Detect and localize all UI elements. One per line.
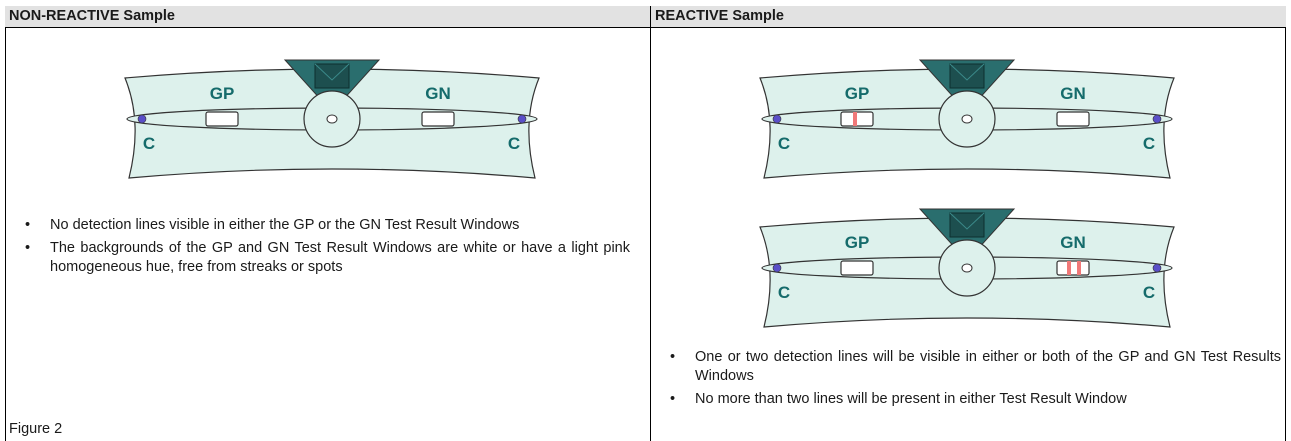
device-center-dot (961, 114, 973, 124)
list-item-text: One or two detection lines will be visib… (695, 349, 1281, 384)
gn-detection-line-2 (1077, 261, 1081, 275)
list-item-text: No more than two lines will be present i… (695, 391, 1127, 407)
gp-detection-line (853, 112, 857, 126)
gn-label: GN (1060, 233, 1086, 252)
figure-caption: Figure 2 (9, 421, 63, 437)
control-label-left: C (778, 283, 790, 302)
list-item-text: The backgrounds of the GP and GN Test Re… (50, 240, 630, 275)
device-reactive-gp: GP GN C C (759, 59, 1175, 179)
gn-label: GN (425, 84, 451, 103)
gp-label: GP (845, 233, 870, 252)
list-item: • No detection lines visible in either th… (10, 216, 630, 235)
header-reactive: REACTIVE Sample (651, 6, 1286, 27)
control-dot-left (772, 263, 782, 273)
list-item-text: No detection lines visible in either the… (50, 217, 520, 233)
gp-label: GP (845, 84, 870, 103)
table-border-middle (650, 6, 651, 441)
bullet-icon: • (25, 240, 31, 256)
device-top-window (949, 212, 985, 238)
device-non-reactive: GP GN C C (124, 59, 540, 179)
control-label-right: C (1143, 283, 1155, 302)
non-reactive-criteria-list: • No detection lines visible in either th… (10, 216, 630, 281)
list-item: • One or two detection lines will be visi… (655, 348, 1281, 386)
list-item: • No more than two lines will be present … (655, 390, 1281, 409)
bullet-icon: • (25, 217, 31, 233)
device-center-dot (961, 263, 973, 273)
device-center-dot (326, 114, 338, 124)
gn-detection-line-1 (1067, 261, 1071, 275)
control-label-right: C (1143, 134, 1155, 153)
gp-label: GP (210, 84, 235, 103)
control-dot-right (517, 114, 527, 124)
gn-window (421, 111, 455, 127)
table-border-header-bottom (5, 27, 1286, 28)
control-label-right: C (508, 134, 520, 153)
bullet-icon: • (670, 349, 676, 365)
list-item: • The backgrounds of the GP and GN Test R… (10, 239, 630, 277)
control-dot-left (772, 114, 782, 124)
bullet-icon: • (670, 391, 676, 407)
control-dot-right (1152, 263, 1162, 273)
control-dot-right (1152, 114, 1162, 124)
gp-window (840, 260, 874, 276)
device-top-window (314, 63, 350, 89)
gn-label: GN (1060, 84, 1086, 103)
control-label-left: C (143, 134, 155, 153)
reactive-criteria-list: • One or two detection lines will be visi… (655, 348, 1281, 413)
control-label-left: C (778, 134, 790, 153)
gp-window (205, 111, 239, 127)
table-border-right (1285, 6, 1286, 441)
control-dot-left (137, 114, 147, 124)
gn-window (1056, 260, 1090, 276)
header-non-reactive: NON-REACTIVE Sample (5, 6, 650, 27)
device-reactive-gn: GP GN C C (759, 208, 1175, 328)
device-top-window (949, 63, 985, 89)
table-border-left (5, 6, 6, 441)
gn-window (1056, 111, 1090, 127)
